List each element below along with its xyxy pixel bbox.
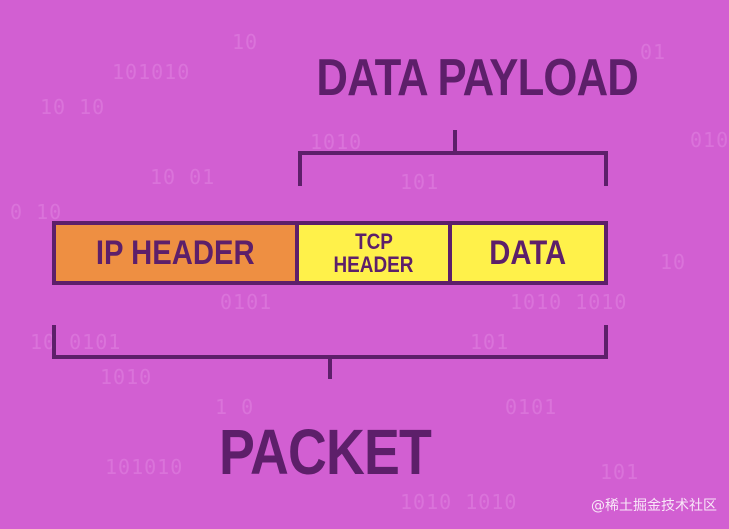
ip-header-label: IP HEADER	[96, 233, 255, 272]
background-digits: 10	[660, 250, 687, 274]
background-digits: 1010	[310, 130, 363, 154]
payload-bracket-line	[298, 130, 608, 186]
data-segment: DATA	[452, 225, 604, 281]
background-digits: 101	[400, 170, 440, 194]
background-digits: 101010	[112, 60, 191, 84]
background-digits: 0101	[220, 290, 273, 314]
background-digits: 01	[640, 40, 667, 64]
background-digits: 101	[470, 330, 510, 354]
packet-bar: IP HEADER TCP HEADER DATA	[52, 221, 608, 285]
data-label: DATA	[489, 233, 567, 272]
packet-label: PACKET	[219, 416, 432, 488]
packet-bracket-line	[52, 325, 608, 379]
background-digits: 101	[600, 460, 640, 484]
background-digits: 0101	[505, 395, 558, 419]
tcp-header-label-line2: HEADER	[333, 252, 414, 277]
background-digits: 0101	[690, 128, 729, 152]
ip-header-segment: IP HEADER	[56, 225, 299, 281]
tcp-header-label-line1: TCP	[354, 228, 393, 254]
background-digits: 10 0101	[30, 330, 122, 354]
background-digits: 1010 1010	[400, 490, 518, 514]
background-digits: 10 01	[150, 165, 216, 189]
background-digits: 101010	[105, 455, 184, 479]
background-digits: 1010	[100, 365, 153, 389]
background-digits: 1010 1010	[510, 290, 628, 314]
watermark: @稀土掘金技术社区	[591, 498, 717, 514]
tcp-header-segment: TCP HEADER	[299, 225, 452, 281]
data-payload-label: DATA PAYLOAD	[316, 49, 638, 107]
background-digits: 10 10	[40, 95, 106, 119]
background-digits: 10	[232, 30, 259, 54]
